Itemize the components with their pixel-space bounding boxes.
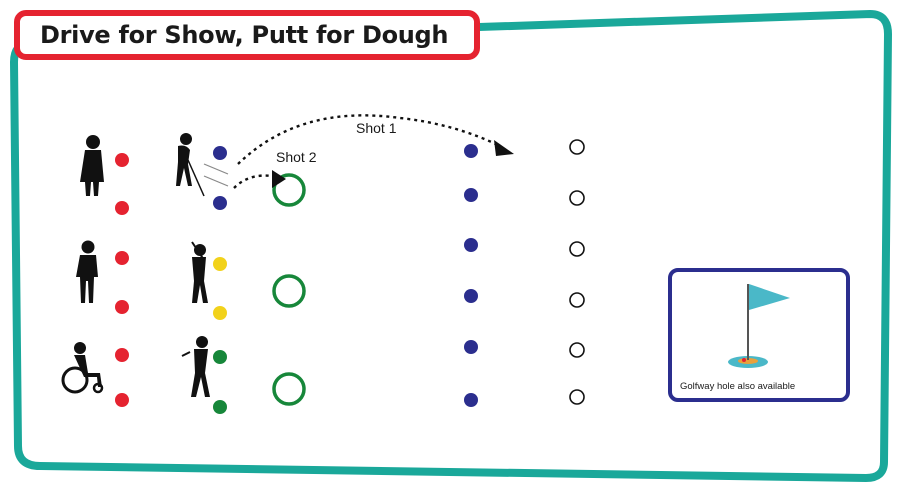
hole-marker (569, 139, 585, 155)
putter-shadow-line (203, 163, 229, 175)
putter-shadow-line (203, 175, 229, 187)
shot-2-label: Shot 2 (276, 149, 317, 165)
red-marker (115, 348, 129, 362)
red-marker (115, 153, 129, 167)
red-marker (115, 300, 129, 314)
target-ring (272, 372, 306, 406)
golfer-swinging-silhouette-icon (191, 241, 208, 303)
yellow-tee-marker (213, 257, 227, 271)
blue-marker (464, 289, 478, 303)
hole-marker (569, 241, 585, 257)
blue-marker (464, 393, 478, 407)
red-marker (115, 251, 129, 265)
target-ring (272, 173, 306, 207)
wheelchair-user-silhouette-icon (61, 342, 104, 394)
blue-tee-marker (213, 146, 227, 160)
title-banner: Drive for Show, Putt for Dough (14, 10, 480, 60)
standing-child-silhouette-icon (80, 135, 104, 196)
shot-1-label: Shot 1 (356, 120, 397, 136)
play-area-frame (9, 9, 893, 483)
blue-marker (464, 340, 478, 354)
golf-flag-icon (728, 284, 790, 368)
blue-marker (464, 188, 478, 202)
shot-1-arrowhead (494, 140, 514, 156)
green-tee-marker (213, 400, 227, 414)
hole-marker (569, 190, 585, 206)
hole-marker (569, 342, 585, 358)
blue-tee-marker (213, 196, 227, 210)
page-title: Drive for Show, Putt for Dough (40, 21, 449, 49)
green-tee-marker (213, 350, 227, 364)
red-marker (115, 201, 129, 215)
golfer-putting-silhouette-icon (176, 133, 205, 197)
hole-marker (569, 389, 585, 405)
shot-2-arrowhead (272, 170, 286, 188)
golfway-inset: Golfway hole also available (668, 268, 850, 402)
yellow-tee-marker (213, 306, 227, 320)
blue-marker (464, 238, 478, 252)
hole-marker (569, 292, 585, 308)
golfway-caption: Golfway hole also available (680, 381, 795, 392)
golfer-follow-through-silhouette-icon (181, 336, 210, 397)
red-marker (115, 393, 129, 407)
red-marker-group (115, 153, 129, 407)
standing-person-silhouette-icon (76, 240, 98, 303)
blue-marker (464, 144, 478, 158)
target-ring (272, 274, 306, 308)
